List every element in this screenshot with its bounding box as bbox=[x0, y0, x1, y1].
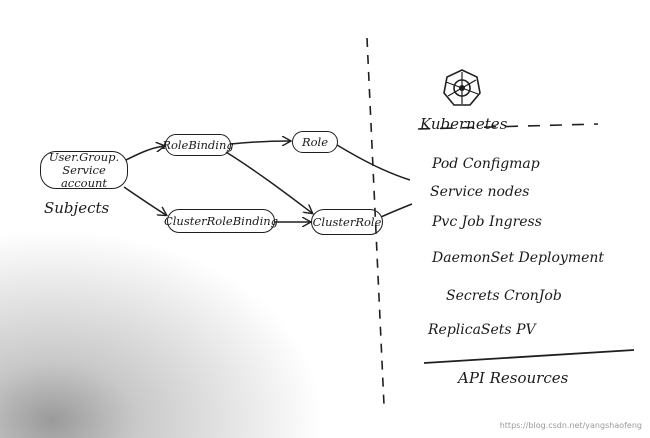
arrow-rolebinding-to-clusterrole bbox=[225, 151, 312, 213]
subjects-label: Subjects bbox=[44, 199, 110, 217]
watermark: https://blog.csdn.net/yangshaofeng bbox=[499, 421, 642, 430]
line-role-to-resources bbox=[336, 144, 411, 181]
api-resources-label: API Resources bbox=[458, 369, 569, 387]
resource-line-5: Secrets CronJob bbox=[446, 288, 562, 304]
kubernetes-underline-dashed bbox=[417, 123, 599, 130]
resource-line-3: Pvc Job Ingress bbox=[432, 214, 542, 230]
line-clusterrole-to-resources bbox=[380, 203, 413, 218]
vertical-divider bbox=[366, 37, 385, 406]
clusterrole-node: ClusterRole bbox=[311, 209, 383, 235]
resource-line-2: Service nodes bbox=[430, 184, 530, 200]
arrow-rolebinding-to-role bbox=[230, 141, 290, 144]
role-node: Role bbox=[292, 131, 338, 153]
clusterrole-label: ClusterRole bbox=[312, 214, 382, 229]
resource-line-4: DaemonSet Deployment bbox=[432, 250, 605, 266]
api-resources-divider bbox=[423, 349, 635, 364]
kubernetes-logo-icon bbox=[443, 69, 481, 106]
clusterrolebinding-label: ClusterRoleBinding bbox=[163, 213, 279, 228]
resource-line-1: Pod Configmap bbox=[432, 156, 540, 172]
role-label: Role bbox=[301, 134, 329, 149]
subjects-node: User.Group. Service account bbox=[40, 149, 128, 190]
subjects-line-2: Service account bbox=[60, 162, 108, 190]
arrow-subjects-to-rolebinding bbox=[125, 146, 164, 161]
rolebinding-label: RoleBinding bbox=[162, 137, 234, 152]
arrow-subjects-to-clusterrolebinding bbox=[123, 186, 166, 215]
rolebinding-node: RoleBinding bbox=[162, 134, 234, 156]
subjects-line-1: User.Group. bbox=[48, 149, 120, 164]
kubernetes-title: Kubernetes bbox=[420, 115, 508, 133]
clusterrolebinding-node: ClusterRoleBinding bbox=[163, 209, 279, 233]
resource-line-6: ReplicaSets PV bbox=[428, 322, 536, 338]
